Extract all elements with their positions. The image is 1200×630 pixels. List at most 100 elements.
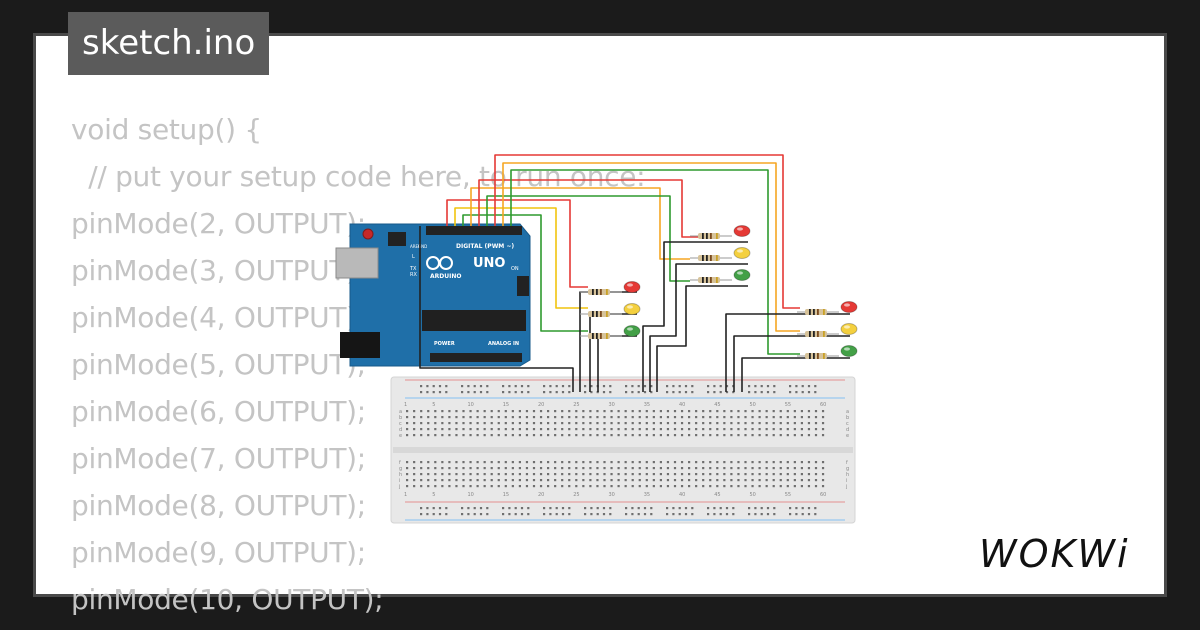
breadboard-hole xyxy=(617,467,620,470)
breadboard-hole xyxy=(455,416,458,419)
breadboard-hole xyxy=(624,410,627,413)
breadboard-hole xyxy=(420,513,423,516)
breadboard-hole xyxy=(547,479,550,482)
led-highlight xyxy=(627,305,633,309)
power-jack xyxy=(340,332,380,358)
breadboard-hole xyxy=(652,479,655,482)
breadboard-hole xyxy=(795,385,798,388)
breadboard-hole xyxy=(800,428,803,431)
breadboard-hole xyxy=(800,416,803,419)
led xyxy=(840,345,858,357)
breadboard-hole xyxy=(779,428,782,431)
column-number: 60 xyxy=(820,492,826,498)
breadboard-hole xyxy=(575,428,578,431)
wire-black xyxy=(642,241,748,392)
code-line: pinMode(5, OUTPUT); xyxy=(71,348,366,381)
breadboard-hole xyxy=(497,410,500,413)
breadboard-hole xyxy=(758,485,761,488)
breadboard-hole xyxy=(469,422,472,425)
breadboard-hole xyxy=(445,385,448,388)
breadboard-hole xyxy=(497,422,500,425)
breadboard-hole xyxy=(539,416,543,419)
breadboard-hole xyxy=(800,410,803,413)
resistor-band xyxy=(823,331,825,337)
breadboard-hole xyxy=(723,410,726,413)
breadboard-hole xyxy=(673,479,677,482)
breadboard-hole xyxy=(527,391,530,394)
breadboard-hole xyxy=(807,385,811,388)
breadboard-hole xyxy=(527,385,530,388)
breadboard-hole xyxy=(691,507,694,510)
resistor-band xyxy=(823,309,825,315)
breadboard-hole xyxy=(518,461,521,464)
breadboard-hole xyxy=(779,467,782,470)
breadboard-hole xyxy=(795,507,798,510)
breadboard-hole xyxy=(426,513,429,516)
breadboard-hole xyxy=(737,422,740,425)
breadboard-hole xyxy=(707,391,710,394)
breadboard-hole xyxy=(716,479,719,482)
breadboard-hole xyxy=(723,422,726,425)
breadboard-hole xyxy=(547,485,550,488)
breadboard-hole xyxy=(406,416,409,419)
breadboard-hole xyxy=(476,416,479,419)
breadboard-hole xyxy=(467,385,470,388)
resistor-band xyxy=(813,353,815,359)
breadboard-hole xyxy=(617,434,620,437)
breadboard-hole xyxy=(709,461,712,464)
breadboard-hole xyxy=(590,385,593,388)
breadboard-hole xyxy=(582,485,585,488)
column-number: 45 xyxy=(714,402,720,408)
breadboard-hole xyxy=(617,428,620,431)
breadboard-hole xyxy=(420,479,423,482)
breadboard-hole xyxy=(821,434,825,437)
breadboard-hole xyxy=(744,479,747,482)
row-letter: j xyxy=(398,484,400,490)
breadboard-hole xyxy=(772,422,775,425)
led-group xyxy=(797,301,858,359)
breadboard-hole xyxy=(779,485,782,488)
breadboard-hole xyxy=(413,467,416,470)
breadboard-hole xyxy=(461,507,464,510)
wire-red xyxy=(494,154,800,309)
breadboard-hole xyxy=(773,385,776,388)
breadboard-hole xyxy=(427,485,430,488)
breadboard-hole xyxy=(631,428,634,431)
breadboard-hole xyxy=(462,467,465,470)
breadboard-hole xyxy=(568,461,571,464)
breadboard-power-rails xyxy=(405,379,845,521)
breadboard-hole xyxy=(589,473,592,476)
breadboard-hole xyxy=(518,434,521,437)
breadboard-hole xyxy=(420,461,423,464)
breadboard-hole xyxy=(603,422,606,425)
breadboard-hole xyxy=(434,485,437,488)
breadboard-hole xyxy=(659,485,662,488)
breadboard-hole xyxy=(467,507,470,510)
breadboard-hole xyxy=(702,485,705,488)
breadboard-hole xyxy=(508,513,511,516)
breadboard-hole xyxy=(438,507,442,510)
breadboard-hole xyxy=(539,479,543,482)
breadboard-hole xyxy=(543,507,546,510)
breadboard-hole xyxy=(786,410,789,413)
breadboard-hole xyxy=(568,428,571,431)
breadboard-hole xyxy=(695,473,698,476)
breadboard-hole xyxy=(413,461,416,464)
breadboard-hole xyxy=(448,479,451,482)
breadboard-hole xyxy=(434,467,437,470)
breadboard-hole xyxy=(786,428,789,431)
column-number: 40 xyxy=(679,402,685,408)
column-number: 15 xyxy=(503,402,509,408)
code-line: pinMode(2, OUTPUT); xyxy=(71,207,366,240)
breadboard-hole xyxy=(590,507,593,510)
breadboard-hole xyxy=(688,422,691,425)
breadboard-hole xyxy=(511,434,514,437)
breadboard-hole xyxy=(723,485,726,488)
breadboard-hole xyxy=(476,485,479,488)
breadboard-hole xyxy=(638,485,641,488)
breadboard-hole xyxy=(547,428,550,431)
breadboard-hole xyxy=(709,416,712,419)
breadboard-hole xyxy=(807,485,811,488)
breadboard-hole xyxy=(549,513,552,516)
breadboard-hole xyxy=(490,479,493,482)
